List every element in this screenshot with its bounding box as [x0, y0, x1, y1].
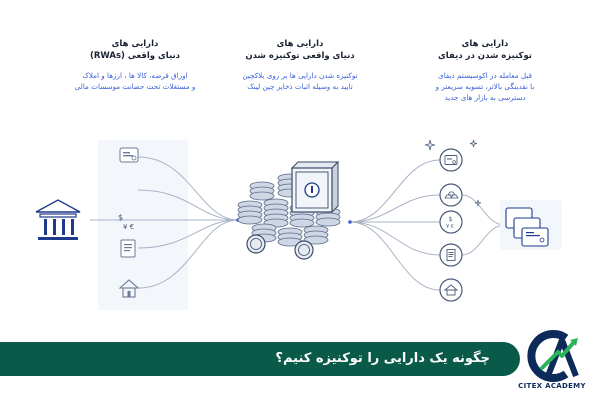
- document-icon: [439, 243, 463, 267]
- tokenized-title-line2: دنیای واقعی توکنیزه شدن: [245, 51, 355, 61]
- left-panel-backdrop: [98, 140, 188, 310]
- connector-document: [137, 219, 239, 249]
- real-estate-icon: [118, 279, 140, 298]
- svg-text:¥ €: ¥ €: [123, 223, 134, 231]
- connector-r-doc: [349, 221, 441, 256]
- connector-r-bond: [349, 159, 441, 223]
- right-junction-dot: [348, 220, 352, 224]
- tokenized-title: دارایی های دنیای واقعی توکنیزه شدن: [210, 38, 390, 62]
- banner-title: چگونه یک دارایی را توکنیزه کنیم؟: [275, 351, 490, 366]
- rwa-desc-line1: اوراق قرضه، کالا ها ، ارزها و املاک: [82, 71, 188, 80]
- rwa-title-line2: دنیای واقعی (RWAs): [89, 51, 181, 61]
- bond-certificate-icon: [439, 148, 463, 172]
- currency-icon: $ ¥ €: [118, 213, 134, 231]
- rwa-desc-line2: و مستغلات تحت حضانت موسسات مالی: [74, 82, 196, 91]
- defi-desc-line1: قبل معامله در اکوسیستم دیفای: [438, 71, 532, 80]
- title-banner: چگونه یک دارایی را توکنیزه کنیم؟: [0, 342, 520, 376]
- flow-diagram: $ ¥ €: [35, 139, 562, 310]
- tokenized-column: دارایی های دنیای واقعی توکنیزه شدن توکنی…: [210, 38, 390, 92]
- left-connectors: [90, 156, 239, 289]
- svg-text:¥ €: ¥ €: [446, 224, 454, 230]
- connector-r-estate: [349, 221, 441, 291]
- sparkle-icon: [424, 139, 436, 151]
- gold-bars-icon: [439, 183, 463, 207]
- rwa-description: اوراق قرضه، کالا ها ، ارزها و املاک و مس…: [45, 70, 225, 92]
- connector-bond2: [137, 189, 239, 221]
- right-connectors: [349, 159, 506, 291]
- rwa-column: دارایی های دنیای واقعی (RWAs) اوراق قرضه…: [45, 38, 225, 92]
- vault-safe-icon: [290, 160, 340, 214]
- svg-text:$: $: [118, 213, 123, 222]
- connector-bond: [137, 156, 239, 221]
- rwa-title-line1: دارایی های: [111, 39, 159, 49]
- connector-r-gold: [349, 194, 441, 223]
- bond-certificate-icon: [119, 147, 139, 163]
- defi-column: دارایی های توکنیزه شدن در دیفای قبل معام…: [395, 38, 575, 103]
- sparkle-icon: [469, 139, 478, 148]
- defi-desc-line2: با نقدینگی بالاتر، تسویه سریعتر و: [435, 82, 535, 91]
- currency-icon: $ ¥ €: [439, 210, 463, 234]
- document-icon: [120, 239, 136, 258]
- connector-r-defi1: [461, 194, 506, 226]
- defi-description: قبل معامله در اکوسیستم دیفای با نقدینگی …: [395, 70, 575, 103]
- bank-building-icon: [35, 199, 81, 240]
- tokenized-desc-line1: توکنیزه شدن دارایی ها بر روی بلاکچین: [242, 71, 358, 80]
- tokenized-title-line1: دارایی های: [276, 39, 324, 49]
- rwa-title: دارایی های دنیای واقعی (RWAs): [45, 38, 225, 62]
- defi-title-line1: دارایی های: [461, 39, 509, 49]
- connector-r-defi2: [461, 224, 506, 256]
- sparkle-icon: [474, 199, 482, 207]
- defi-desc-line3: دسترسی به بازار های جدید: [444, 93, 526, 102]
- citex-academy-logo: [522, 326, 582, 386]
- tokenized-description: توکنیزه شدن دارایی ها بر روی بلاکچین تای…: [210, 70, 390, 92]
- connector-estate: [137, 219, 239, 289]
- tokenized-desc-line2: تایید به وسیله اثبات ذخایر چین لینک: [247, 82, 353, 91]
- defi-title: دارایی های توکنیزه شدن در دیفای: [395, 38, 575, 62]
- svg-text:$: $: [449, 216, 453, 223]
- defi-title-line2: توکنیزه شدن در دیفای: [437, 51, 533, 61]
- real-estate-icon: [439, 278, 463, 302]
- brand-name: CITEX ACADEMY: [518, 382, 586, 390]
- defi-network-icon: [500, 200, 562, 250]
